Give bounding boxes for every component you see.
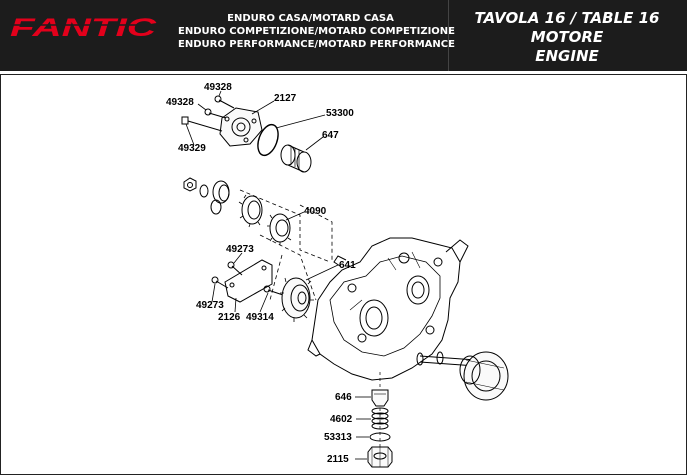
fantic-logo: FANTIC (8, 14, 158, 42)
table-title: TAVOLA 16 / TABLE 16 MOTORE ENGINE (452, 9, 682, 66)
table-name-it: MOTORE (530, 28, 604, 46)
label-641: 641 (339, 260, 356, 271)
label-2115: 2115 (327, 454, 349, 465)
drain-plug-646 (371, 372, 389, 452)
gasket-2126 (224, 259, 273, 303)
label-49328-top: 49328 (204, 82, 232, 93)
gasket-screws (211, 261, 287, 297)
label-49329: 49329 (178, 143, 206, 154)
model-line-2: ENDURO COMPETIZIONE/MOTARD COMPETIZIONE (178, 26, 456, 37)
crankcase (307, 237, 469, 381)
gear-shaft-stack (183, 177, 263, 228)
part-labels: 49328 49328 49329 2127 53300 647 4090 49… (166, 82, 356, 465)
spring-4602 (371, 407, 389, 430)
drain-cap-2115 (367, 446, 393, 468)
label-53300: 53300 (326, 108, 354, 119)
model-list: ENDURO CASA/MOTARD CASA ENDURO COMPETIZI… (178, 12, 456, 51)
label-49328-left: 49328 (166, 97, 194, 108)
shaft-hub (416, 351, 509, 401)
oil-filter-647 (280, 144, 312, 173)
oil-pump-641 (280, 277, 314, 322)
label-49273-top: 49273 (226, 244, 254, 255)
model-line-1: ENDURO CASA/MOTARD CASA (227, 13, 394, 24)
cover-screws (181, 95, 235, 132)
leader-lines (185, 90, 371, 460)
pump-cover-2127 (219, 107, 263, 147)
model-line-3: ENDURO PERFORMANCE/MOTARD PERFORMANCE (178, 39, 455, 50)
label-4602: 4602 (330, 414, 353, 425)
oring-53300 (257, 123, 279, 157)
brand-text: FANTIC (10, 14, 158, 42)
assembly-guide-lines (239, 189, 333, 301)
table-name-en: ENGINE (535, 47, 599, 65)
label-2127: 2127 (274, 93, 297, 104)
label-2126: 2126 (218, 312, 241, 323)
header-divider (448, 0, 449, 71)
label-4090: 4090 (304, 206, 327, 217)
table-number: TAVOLA 16 / TABLE 16 (474, 9, 660, 27)
catalog-header: FANTIC ENDURO CASA/MOTARD CASA ENDURO CO… (0, 0, 687, 71)
label-647: 647 (322, 130, 339, 141)
label-53313: 53313 (324, 432, 352, 443)
label-646: 646 (335, 392, 352, 403)
gear-4090 (267, 213, 292, 245)
label-49314: 49314 (246, 312, 274, 323)
oring-53313 (369, 432, 391, 442)
label-49273-bottom: 49273 (196, 300, 224, 311)
